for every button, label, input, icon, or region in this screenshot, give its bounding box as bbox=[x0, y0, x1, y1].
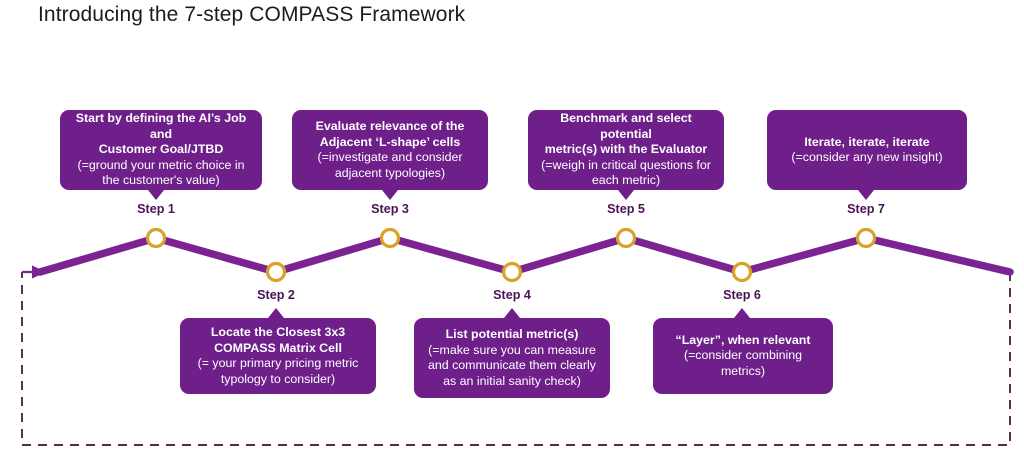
step-7-subtitle: (=consider any new insight) bbox=[791, 150, 943, 164]
step-3-label: Step 3 bbox=[371, 202, 409, 216]
node-step-3[interactable] bbox=[379, 227, 401, 249]
step-box-step-1[interactable]: Start by defining the AI’s Job and Custo… bbox=[60, 110, 262, 190]
step-4-label: Step 4 bbox=[493, 288, 531, 302]
step-box-step-7[interactable]: Iterate, iterate, iterate (=consider any… bbox=[767, 110, 967, 190]
step-1-label: Step 1 bbox=[137, 202, 175, 216]
node-step-1[interactable] bbox=[145, 227, 167, 249]
step-1-subtitle: (=ground your metric choice in the custo… bbox=[77, 157, 245, 188]
step-4-title: List potential metric(s) bbox=[445, 327, 579, 341]
step-box-step-2[interactable]: Locate the Closest 3x3 COMPASS Matrix Ce… bbox=[180, 318, 376, 394]
step-5-subtitle: (=weigh in critical questions for each m… bbox=[541, 157, 711, 188]
zigzag-path bbox=[36, 234, 1014, 276]
step-box-step-6[interactable]: “Layer”, when relevant (=consider combin… bbox=[653, 318, 833, 394]
node-step-4[interactable] bbox=[501, 261, 523, 283]
step-5-title: Benchmark and select potential metric(s)… bbox=[544, 111, 708, 157]
node-step-5[interactable] bbox=[615, 227, 637, 249]
step-7-label: Step 7 bbox=[847, 202, 885, 216]
step-3-subtitle: (=investigate and consider adjacent typo… bbox=[317, 150, 463, 180]
step-3-tail-icon bbox=[382, 190, 398, 200]
step-1-title: Start by defining the AI’s Job and Custo… bbox=[75, 111, 247, 157]
step-2-title: Locate the Closest 3x3 COMPASS Matrix Ce… bbox=[210, 325, 346, 355]
step-7-title: Iterate, iterate, iterate bbox=[804, 134, 930, 149]
step-2-label: Step 2 bbox=[257, 288, 295, 302]
step-5-label: Step 5 bbox=[607, 202, 645, 216]
step-5-tail-icon bbox=[618, 190, 634, 200]
step-box-step-3[interactable]: Evaluate relevance of the Adjacent ‘L-sh… bbox=[292, 110, 488, 190]
node-step-2[interactable] bbox=[265, 261, 287, 283]
step-7-tail-icon bbox=[858, 190, 874, 200]
step-4-tail-icon bbox=[504, 308, 520, 318]
step-2-tail-icon bbox=[268, 308, 284, 318]
step-box-step-4[interactable]: List potential metric(s) (=make sure you… bbox=[414, 318, 610, 398]
step-6-subtitle: (=consider combining metrics) bbox=[683, 348, 803, 378]
step-2-subtitle: (= your primary pricing metric typology … bbox=[197, 356, 359, 386]
step-4-subtitle: (=make sure you can measure and communic… bbox=[427, 342, 597, 388]
node-step-7[interactable] bbox=[855, 227, 877, 249]
step-1-tail-icon bbox=[148, 190, 164, 200]
page-title: Introducing the 7-step COMPASS Framework bbox=[38, 3, 466, 26]
step-box-step-5[interactable]: Benchmark and select potential metric(s)… bbox=[528, 110, 724, 190]
node-step-6[interactable] bbox=[731, 261, 753, 283]
step-6-label: Step 6 bbox=[723, 288, 761, 302]
step-6-title: “Layer”, when relevant bbox=[675, 332, 811, 347]
step-6-tail-icon bbox=[734, 308, 750, 318]
step-3-title: Evaluate relevance of the Adjacent ‘L-sh… bbox=[315, 119, 465, 149]
